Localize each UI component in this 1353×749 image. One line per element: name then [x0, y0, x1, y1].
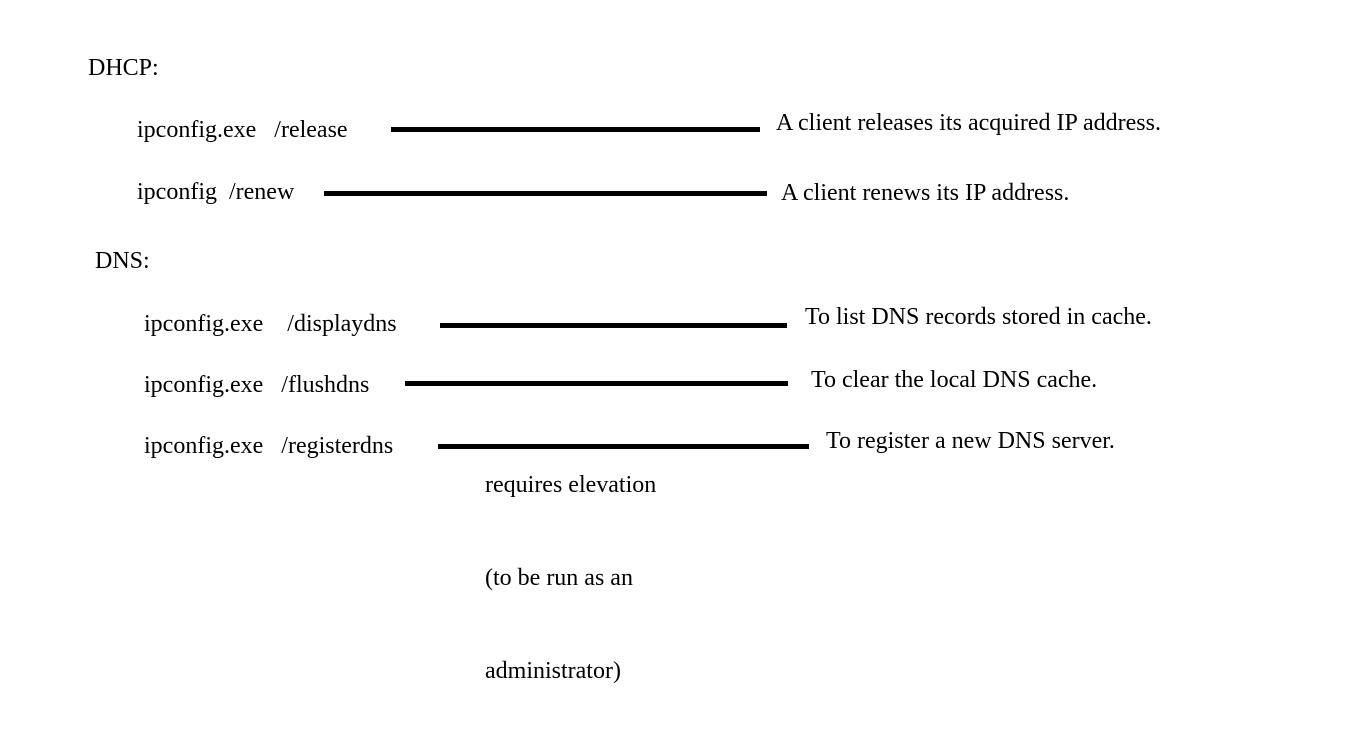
command-displaydns: ipconfig.exe /displaydns: [144, 311, 397, 337]
elevation-note-line-1: requires elevation: [485, 472, 657, 498]
elevation-note-line-3: administrator): [485, 658, 621, 684]
command-flushdns: ipconfig.exe /flushdns: [144, 372, 370, 398]
connector-line-renew: [324, 191, 767, 196]
connector-line-flushdns: [405, 381, 788, 386]
section-heading-dns: DNS:: [95, 248, 150, 274]
command-renew: ipconfig /renew: [137, 179, 295, 205]
description-flushdns: To clear the local DNS cache.: [811, 367, 1098, 393]
description-displaydns: To list DNS records stored in cache.: [805, 304, 1152, 330]
connector-line-registerdns: [438, 444, 809, 449]
command-registerdns: ipconfig.exe /registerdns: [144, 433, 394, 459]
description-release: A client releases its acquired IP addres…: [776, 110, 1161, 136]
elevation-note: requires elevation (to be run as an admi…: [485, 408, 656, 749]
description-renew: A client renews its IP address.: [781, 180, 1070, 206]
description-registerdns: To register a new DNS server.: [826, 428, 1115, 454]
command-release: ipconfig.exe /release: [137, 117, 348, 143]
connector-line-release: [391, 127, 760, 132]
section-heading-dhcp: DHCP:: [88, 55, 159, 81]
connector-line-displaydns: [440, 323, 787, 328]
